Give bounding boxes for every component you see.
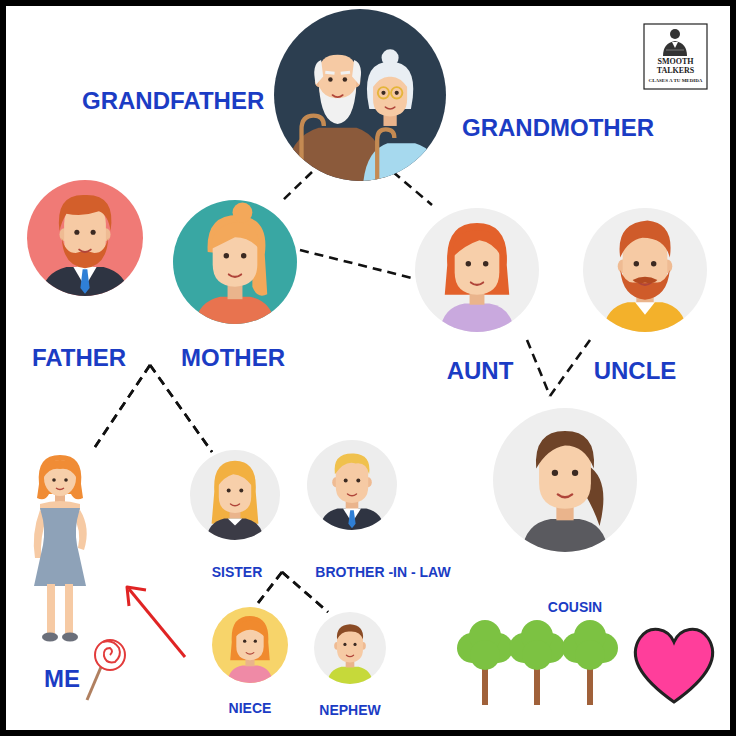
logo-badge: [672, 42, 678, 48]
logo-text-slot: CLASES A TU MEDIDA: [646, 78, 705, 84]
person-node: GRANDFATHER GRANDMOTHER: [78, 8, 658, 181]
lollipop: [103, 641, 120, 662]
trees: [522, 640, 552, 670]
person-picture: [415, 208, 539, 332]
family-line: [150, 365, 212, 452]
person-node: ME: [18, 452, 102, 693]
logo-badge: [670, 29, 680, 39]
pointer-arrow: [129, 589, 185, 657]
person-label: COUSIN: [548, 599, 602, 616]
person-label: FATHER: [32, 343, 126, 372]
person-node: UNCLE: [583, 208, 707, 385]
trees: [457, 620, 618, 670]
family-line: [95, 365, 150, 447]
trees: [457, 620, 618, 705]
logo-text: SMOOTH TALKERS: [646, 57, 705, 75]
pointer-arrow: [127, 587, 185, 657]
person-avatar: [415, 208, 539, 332]
person-node: COUSIN: [493, 408, 637, 616]
family-line: [95, 365, 150, 447]
person-picture: [34, 455, 87, 642]
person-label: NIECE: [229, 700, 272, 717]
lollipop: [87, 640, 125, 700]
person-label: AUNT: [447, 356, 514, 385]
person-avatar: [212, 607, 288, 683]
logo-text: CLASES A TU MEDIDA: [646, 78, 705, 84]
logo-badge: [666, 49, 684, 51]
person-picture: [314, 612, 386, 684]
person-node: SISTER: [190, 450, 280, 581]
family-line: [150, 365, 212, 452]
person-label: BROTHER -IN - LAW: [315, 564, 450, 581]
person-node: NIECE: [212, 607, 288, 717]
person-picture: [190, 450, 280, 540]
person-avatar: [274, 9, 446, 181]
pointer-arrow: [127, 587, 146, 606]
person-node: MOTHER: [173, 200, 297, 372]
person-label: GRANDFATHER: [82, 86, 264, 115]
person-avatar: [307, 440, 397, 530]
person-avatar: [493, 408, 637, 552]
family-line: [393, 172, 432, 205]
heart: [635, 629, 712, 702]
person-label: ME: [44, 664, 80, 693]
logo-text-slot: SMOOTH TALKERS: [646, 57, 705, 75]
logo-badge: [644, 24, 707, 89]
person-picture: [493, 408, 637, 552]
person-label: UNCLE: [594, 356, 677, 385]
person-node: FATHER: [27, 180, 143, 372]
lollipop: [95, 640, 125, 670]
person-label: MOTHER: [181, 343, 285, 372]
trees: [575, 640, 605, 670]
person-picture: [27, 180, 143, 296]
person-label: GRANDMOTHER: [462, 113, 654, 142]
person-picture: [583, 208, 707, 332]
family-line: [527, 340, 550, 396]
person-avatar: [583, 208, 707, 332]
person-avatar: [190, 450, 280, 540]
picture-frame: [3, 3, 733, 733]
person-picture: [274, 9, 446, 181]
lollipop: [87, 667, 101, 700]
person-label: NEPHEW: [319, 702, 380, 719]
person-avatar: [173, 200, 297, 324]
connector-layer: [95, 172, 590, 612]
logo-badge: [663, 41, 687, 56]
person-avatar: [27, 180, 143, 296]
person-node: BROTHER -IN - LAW: [280, 440, 423, 581]
person-label: SISTER: [212, 564, 263, 581]
family-line: [300, 250, 412, 278]
person-picture: [307, 440, 397, 530]
trees: [470, 640, 500, 670]
person-picture: [212, 607, 288, 683]
family-line: [282, 172, 312, 201]
person-picture: [173, 200, 297, 324]
person-node: NEPHEW: [314, 612, 386, 719]
person-node: AUNT: [415, 208, 539, 385]
family-line: [550, 340, 590, 396]
logo-badge: [644, 24, 707, 89]
person-avatar: [314, 612, 386, 684]
person-avatar: [18, 452, 102, 648]
